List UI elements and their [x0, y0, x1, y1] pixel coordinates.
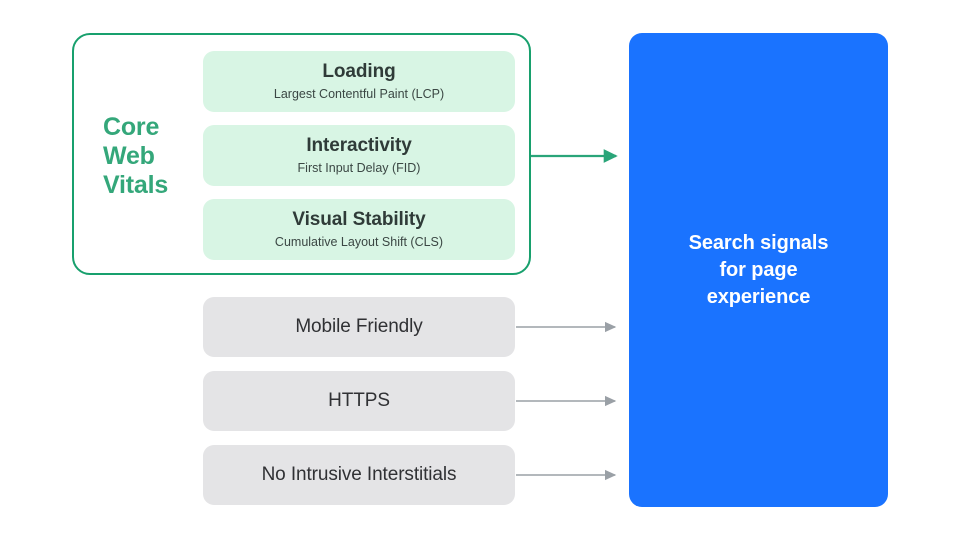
metric-title: Loading — [322, 61, 396, 82]
metric-subtitle: Cumulative Layout Shift (CLS) — [274, 235, 444, 249]
core-web-vitals-label: Core Web Vitals — [103, 113, 169, 199]
metric-title: Visual Stability — [292, 209, 426, 230]
signal-box-https: HTTPS — [203, 371, 515, 431]
search-signals-panel-label: Search signals for page experience — [688, 231, 829, 308]
core-web-vitals-group — [72, 33, 531, 275]
metric-title: Interactivity — [306, 135, 412, 156]
metric-subtitle: Largest Contentful Paint (LCP) — [273, 87, 445, 101]
metric-subtitle: First Input Delay (FID) — [297, 161, 421, 175]
signal-box-no-intrusive-interstitials: No Intrusive Interstitials — [203, 445, 515, 505]
search-signals-panel: Search signals for page experience — [629, 33, 888, 507]
metric-card-visual-stability: Visual Stability Cumulative Layout Shift… — [203, 199, 515, 260]
metric-card-loading: Loading Largest Contentful Paint (LCP) — [203, 51, 515, 112]
metric-card-interactivity: Interactivity First Input Delay (FID) — [203, 125, 515, 186]
signal-box-mobile-friendly: Mobile Friendly — [203, 297, 515, 357]
